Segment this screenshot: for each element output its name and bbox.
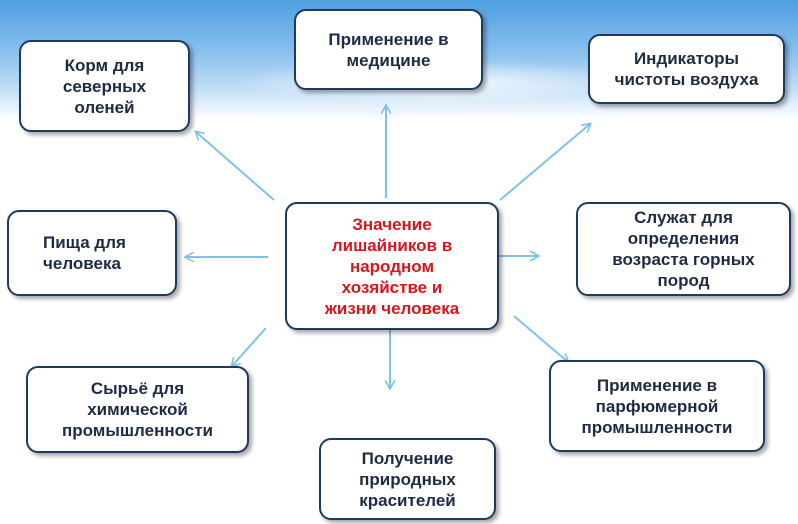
node-human-food-label: Пища для человека (43, 233, 126, 273)
arrow-to-perfume (513, 315, 568, 362)
node-air-indicators-label: Индикаторы чистоты воздуха (614, 49, 759, 89)
node-rock-dating: Служат для определения возраста горных п… (576, 202, 791, 296)
center-node: Значение лишайников в народном хозяйстве… (285, 202, 499, 330)
node-medicine: Применение в медицине (294, 9, 483, 90)
node-perfume-label: Применение в парфюмерной промышленности (581, 375, 733, 437)
node-chemical-raw-label: Сырьё для химической промышленности (61, 379, 214, 440)
node-deer-fodder-label: Корм для северных оленей (62, 55, 147, 117)
node-air-indicators: Индикаторы чистоты воздуха (588, 34, 785, 104)
arrow-to-deer (196, 132, 275, 201)
arrow-to-chemical (232, 327, 267, 366)
node-rock-dating-label: Служат для определения возраста горных п… (612, 208, 755, 290)
node-human-food: Пища для человека (7, 210, 177, 296)
center-node-label: Значение лишайников в народном хозяйстве… (324, 214, 460, 318)
node-deer-fodder: Корм для северных оленей (19, 40, 190, 132)
node-dyes-label: Получение природных красителей (359, 448, 456, 510)
node-medicine-label: Применение в медицине (328, 29, 449, 70)
arrow-to-air (499, 124, 590, 201)
node-perfume: Применение в парфюмерной промышленности (549, 360, 765, 452)
node-dyes: Получение природных красителей (319, 438, 496, 520)
node-chemical-raw: Сырьё для химической промышленности (26, 366, 249, 453)
